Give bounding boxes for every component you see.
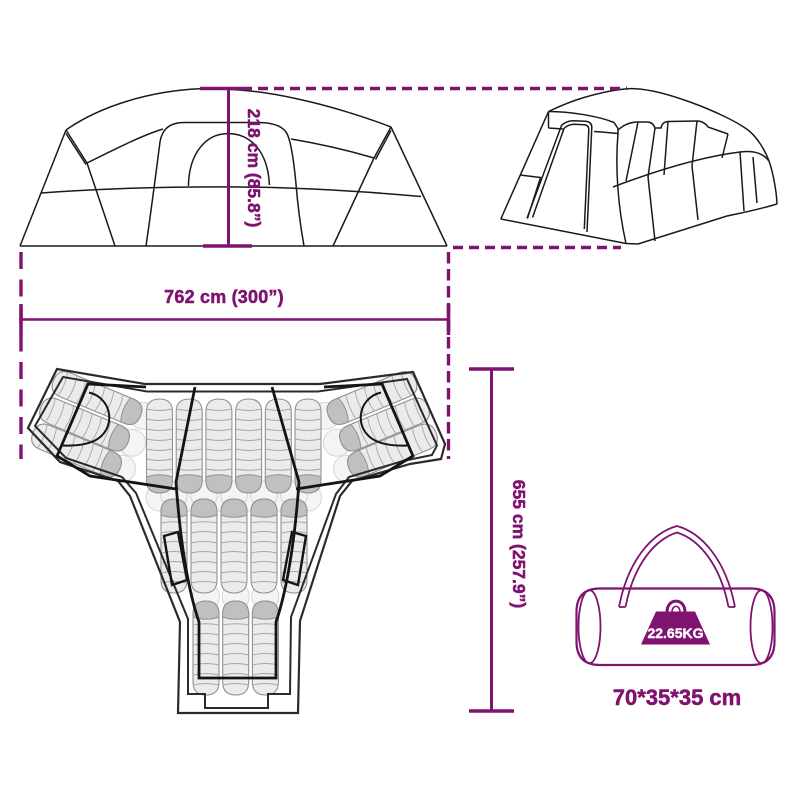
svg-text:22.65KG: 22.65KG [647,625,703,641]
svg-text:70*35*35 cm: 70*35*35 cm [613,685,741,710]
svg-text:218 cm (85.8”): 218 cm (85.8”) [244,109,264,228]
svg-text:762 cm (300”): 762 cm (300”) [164,287,284,307]
svg-text:655 cm (257.9”): 655 cm (257.9”) [509,480,529,608]
